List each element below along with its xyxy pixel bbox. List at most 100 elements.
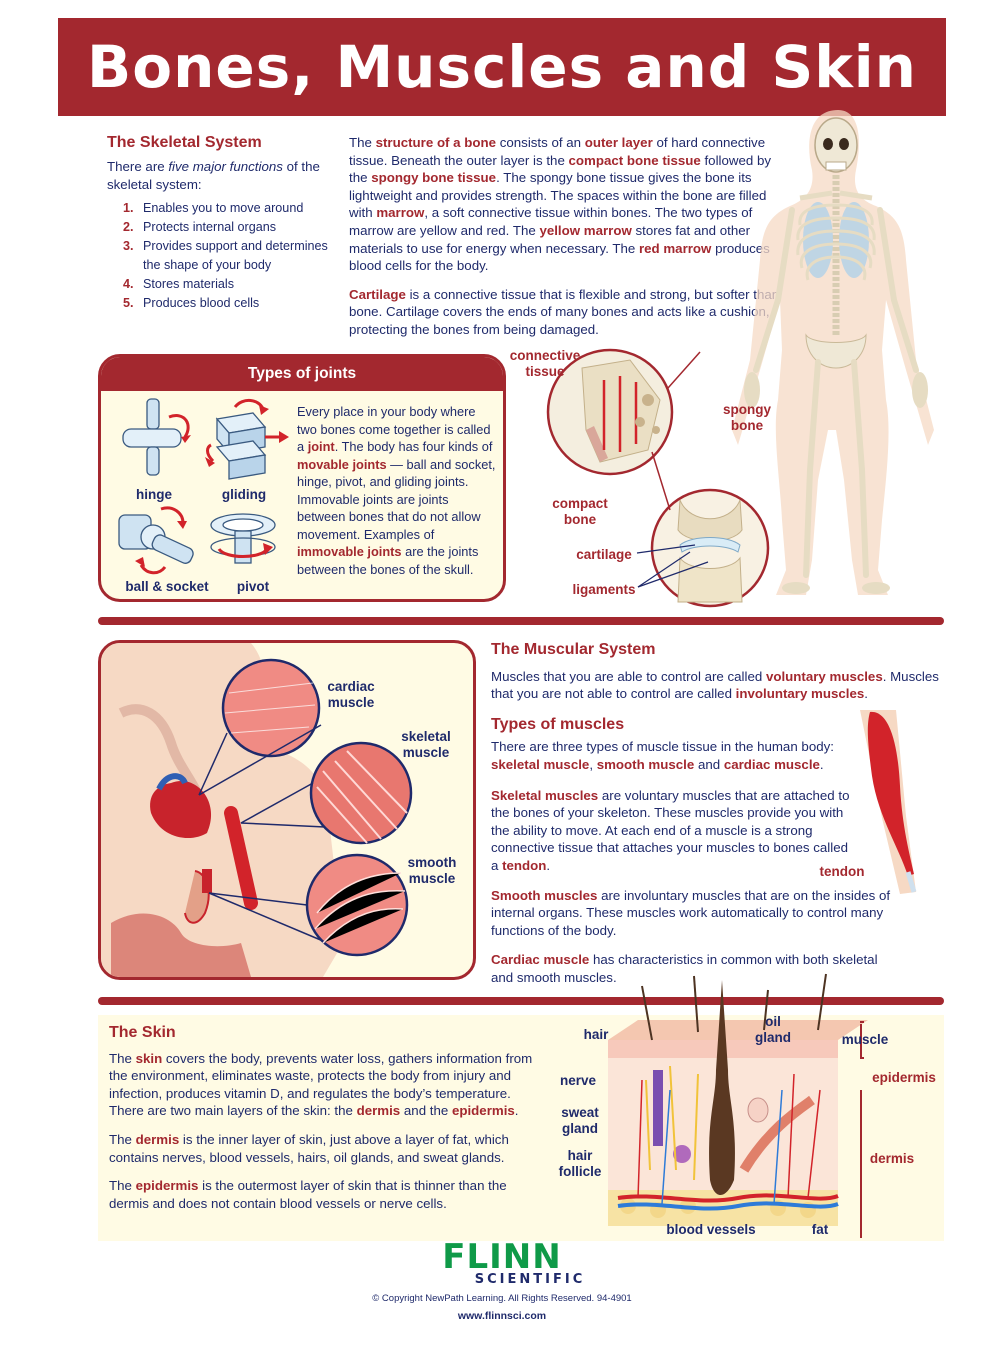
- bone-structure-text: The structure of a bone consists of an o…: [349, 134, 789, 339]
- function-number: 1.: [123, 201, 134, 216]
- text-run: — ball and socket, hinge, pivot, and gli…: [297, 456, 496, 542]
- text-run: .: [514, 1103, 519, 1119]
- text-run: .: [819, 756, 824, 772]
- text-run: .: [864, 686, 868, 702]
- text-run: Muscles that you are able to control are…: [491, 668, 766, 684]
- fat-label: fat: [811, 1222, 829, 1237]
- skeletal-intro: There are five major functions of the sk…: [107, 158, 339, 193]
- muscular-intro: Muscles that you are able to control are…: [491, 668, 951, 703]
- text-run: is a connective tissue that is flexible …: [349, 286, 780, 337]
- text-run: , a soft connective tissue within bones.…: [349, 205, 753, 238]
- cardiac-muscle-paragraph: Cardiac muscle has characteristics in co…: [491, 951, 891, 986]
- hair-follicle-label: hair follicle: [558, 1148, 602, 1179]
- highlight-term: epidermis: [451, 1103, 515, 1119]
- title-banner: Bones, Muscles and Skin: [58, 18, 946, 116]
- skeletal-intro-post: of the skeletal system:: [107, 159, 320, 192]
- divider-2: [98, 997, 944, 1005]
- text-run: and: [694, 756, 724, 772]
- muscle-types-illustration: cardiac muscle skeletal muscle smooth mu…: [98, 640, 476, 980]
- text-run: . The body has four kinds of: [334, 439, 493, 454]
- highlight-term: smooth muscle: [596, 756, 695, 772]
- skin-paragraph-1: The skin covers the body, prevents water…: [109, 1050, 549, 1120]
- skin-hair-label: hair: [583, 1027, 609, 1042]
- highlight-term: Cartilage: [349, 286, 406, 302]
- joint-icons: [118, 398, 289, 575]
- muscle-types-heading: Types of muscles: [491, 715, 625, 733]
- joints-title: Types of joints: [101, 357, 503, 391]
- function-text: Stores materials: [143, 277, 234, 292]
- function-number: 3.: [123, 239, 134, 254]
- highlight-term: skin: [135, 1050, 163, 1066]
- skin-paragraph-2: The dermis is the inner layer of skin, j…: [109, 1131, 549, 1166]
- gliding-label: gliding: [221, 487, 267, 502]
- highlight-term: marrow: [376, 205, 425, 221]
- function-number: 4.: [123, 277, 134, 292]
- highlight-term: cardiac muscle: [723, 756, 820, 772]
- skeletal-intro-pre: There are: [107, 159, 169, 174]
- highlight-term: compact bone tissue: [568, 152, 701, 168]
- text-run: The: [109, 1178, 136, 1194]
- function-text: Protects internal organs: [143, 220, 277, 235]
- hinge-joint-icon: [122, 398, 191, 476]
- highlight-term: involuntary muscles: [735, 686, 865, 702]
- pivot-joint-icon: [210, 513, 276, 564]
- highlight-term: red marrow: [638, 240, 712, 256]
- highlight-term: outer layer: [584, 135, 653, 150]
- function-item: 4. Stores materials: [123, 275, 339, 294]
- highlight-term: spongy bone tissue: [371, 170, 497, 186]
- highlight-term: voluntary muscles: [765, 668, 883, 684]
- function-text: Produces blood cells: [143, 296, 260, 311]
- muscular-text: The Muscular System Muscles that you are…: [491, 641, 951, 987]
- skeletal-heading: The Skeletal System: [107, 134, 262, 151]
- function-item: 2.Protects internal organs: [123, 218, 339, 237]
- pivot-label: pivot: [236, 579, 270, 594]
- function-item: 3. Provides support and determines the sh…: [123, 237, 339, 275]
- text-run: ,: [589, 756, 597, 772]
- text-run: There are three types of muscle tissue i…: [491, 739, 834, 755]
- gliding-joint-icon: [205, 399, 289, 480]
- muscle-types-paragraph: There are three types of muscle tissue i…: [491, 738, 836, 773]
- text-run: covers the body, prevents water loss, ga…: [109, 1050, 533, 1119]
- copyright: © Copyright NewPath Learning. All Rights…: [372, 1293, 632, 1304]
- text-run: The: [109, 1050, 136, 1066]
- text-run: .: [546, 857, 551, 873]
- cartilage-paragraph: Cartilage is a connective tissue that is…: [349, 286, 789, 339]
- ball-and-socket-joint-icon: [118, 506, 194, 575]
- cardiac-muscle-label: cardiac muscle: [327, 679, 375, 710]
- tendon-label: tendon: [819, 864, 865, 879]
- text-run: are the joints between the bones of the …: [297, 544, 479, 577]
- bone-structure-paragraph: The structure of a bone consists of an o…: [349, 134, 789, 275]
- highlight-term: yellow marrow: [539, 222, 632, 238]
- hinge-label: hinge: [136, 487, 172, 502]
- smooth-muscle-label: smooth muscle: [407, 855, 457, 886]
- highlight-term: structure of a bone: [375, 135, 497, 150]
- ball-socket-label: ball & socket: [125, 579, 209, 594]
- muscular-heading: The Muscular System: [491, 641, 656, 658]
- text-run: has characteristics in common with both …: [491, 952, 878, 985]
- text-run: produces blood cells for the body.: [349, 240, 770, 274]
- bone-diagram: [546, 348, 770, 608]
- spongy-bone-label: spongy bone: [722, 402, 771, 433]
- function-text: Provides support and determines the shap…: [143, 239, 328, 273]
- text-run: stores fat and other materials to use fo…: [349, 222, 751, 256]
- function-text: Enables you to move around: [143, 201, 304, 216]
- epidermis-label: epidermis: [872, 1070, 936, 1085]
- text-run: and the: [400, 1103, 452, 1119]
- text-run: are voluntary muscles that are attached …: [491, 787, 850, 873]
- muscle-diagram: [101, 643, 413, 977]
- skeletal-muscle-paragraph: Skeletal muscles are voluntary muscles t…: [491, 787, 853, 875]
- highlight-term: dermis: [135, 1131, 180, 1147]
- text-run: consists of an: [496, 135, 585, 150]
- function-number: 5.: [123, 296, 134, 311]
- highlight-term: joint: [307, 439, 335, 454]
- flinn-sub: SCIENTIFIC: [474, 1272, 586, 1287]
- blood-vessels-label: blood vessels: [666, 1222, 756, 1237]
- skin-diagram: [608, 973, 868, 1226]
- flinn-brand: FLINN: [442, 1237, 562, 1277]
- skeletal-intro-em: five major functions: [168, 159, 283, 174]
- dermis-label: dermis: [869, 1151, 915, 1166]
- text-run: The: [349, 135, 376, 150]
- ligaments-label: ligaments: [572, 582, 636, 597]
- functions-list: 1. Enables you to move around 2.Protects i…: [107, 199, 339, 313]
- connective-tissue-label: connective tissue: [509, 348, 581, 379]
